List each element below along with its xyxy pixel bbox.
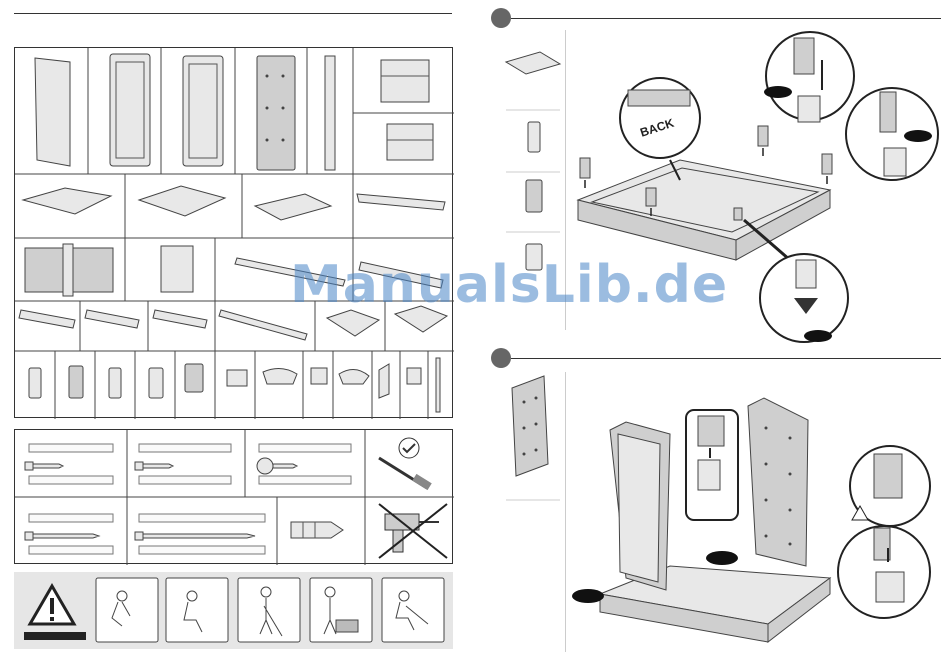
warning-strip: [14, 572, 453, 649]
scene-lawnmower-worker: [310, 578, 372, 642]
base-tray: [578, 126, 832, 260]
step2-door-panel: [610, 422, 670, 590]
door-panel-a: [110, 54, 150, 166]
step-2-drawing: [500, 368, 945, 658]
wall-plug: [291, 522, 343, 538]
clip-top-callout: [764, 32, 854, 122]
hardware-table: [14, 429, 453, 564]
parts-grid: [14, 47, 453, 418]
warning-drawing: [14, 572, 453, 649]
screw-1: [25, 444, 113, 484]
scene-crouching-worker: [96, 578, 158, 642]
step1-part-clip-a: [528, 122, 540, 152]
step-2-dot: [491, 348, 511, 368]
watermark: ManualsLib.de: [290, 255, 728, 315]
step2-marker-mid: [706, 551, 738, 565]
step2-marker-left: [572, 589, 604, 603]
back-panel: [257, 56, 295, 170]
top-rule: [14, 13, 452, 14]
check-circle-icon: [399, 438, 419, 458]
clip-side-callout: [846, 88, 938, 180]
door-panel-b: [183, 56, 223, 166]
screw-4: [25, 514, 113, 554]
forbidden-x-icon: [379, 504, 447, 558]
step2-part-back-panel: [512, 376, 548, 476]
hardware-drawing: [15, 430, 454, 565]
warning-triangle-icon: [24, 586, 86, 640]
step2-clip-callout: [838, 526, 930, 618]
step-1-rule: [511, 18, 941, 19]
insert-detail-callout: [686, 410, 738, 520]
screwdriver-icon: [379, 458, 432, 490]
screw-2: [135, 444, 231, 484]
step2-warning-callout: [850, 446, 930, 526]
screw-3: [257, 444, 351, 484]
step2-back-panel: [748, 398, 808, 566]
scene-kneeling-tool-worker: [382, 578, 444, 642]
step-1-dot: [491, 8, 511, 28]
parts-grid-drawing: [15, 48, 454, 419]
scene-sweeping-worker: [238, 578, 300, 642]
scene-kneeling-worker: [166, 578, 228, 642]
step-2-rule: [511, 358, 941, 359]
screw-5: [135, 514, 265, 554]
step1-part-tray: [506, 52, 560, 74]
step1-part-clip-b: [526, 180, 542, 212]
